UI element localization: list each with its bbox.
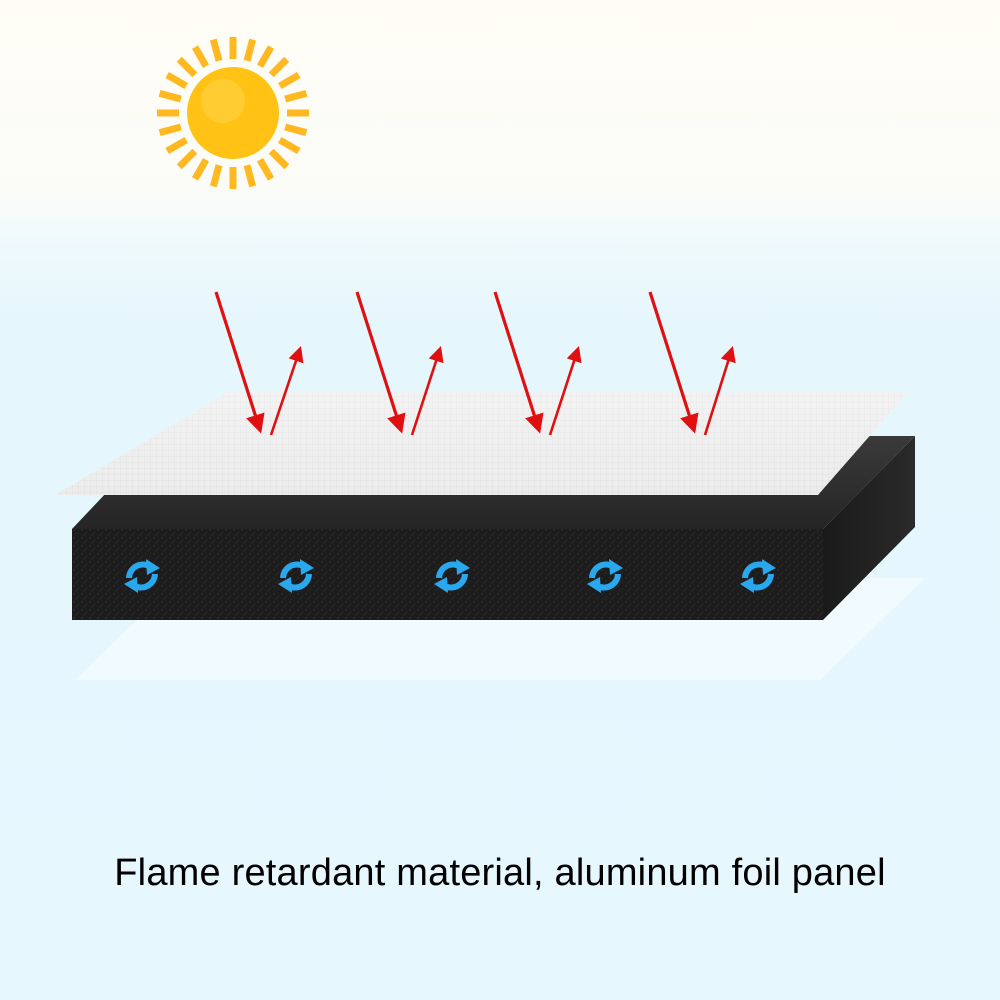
sun-ray xyxy=(287,109,309,117)
sun-ray xyxy=(176,148,198,170)
incoming-ray-arrow xyxy=(648,291,699,434)
incoming-ray-arrow xyxy=(355,291,406,434)
sun-highlight xyxy=(201,79,245,123)
sun-ray xyxy=(243,164,257,188)
sun-ray xyxy=(278,136,301,155)
foil-sheen xyxy=(55,392,908,495)
caption-text: Flame retardant material, aluminum foil … xyxy=(114,852,886,894)
circulation-icons xyxy=(124,559,776,593)
sun-ray xyxy=(209,38,223,62)
sun-ray xyxy=(229,167,237,189)
heat-reflection-arrows xyxy=(214,291,736,436)
foam-side-face xyxy=(823,436,915,620)
sun-ray xyxy=(268,148,290,170)
circular-arrows-icon xyxy=(587,559,623,593)
sun-ray xyxy=(229,37,237,59)
sun-ray xyxy=(158,89,182,103)
incoming-ray-arrow xyxy=(214,291,265,434)
sun-ray xyxy=(191,45,210,68)
sun-ray xyxy=(268,56,290,78)
sun-ray xyxy=(158,123,182,137)
circular-arrows-icon xyxy=(740,559,776,593)
circular-arrows-icon xyxy=(278,559,314,593)
reflected-ray-arrow xyxy=(410,346,444,436)
foam-front-face xyxy=(72,529,823,620)
sun-ray xyxy=(284,123,308,137)
sun-ray xyxy=(209,164,223,188)
incoming-ray-arrow xyxy=(493,291,544,434)
sun-ray xyxy=(256,45,275,68)
aluminum-foil-sheet xyxy=(55,392,908,495)
sun-ray xyxy=(157,109,179,117)
circular-arrows-icon xyxy=(124,559,160,593)
sun-ray xyxy=(165,136,188,155)
reflected-ray-arrow xyxy=(703,346,736,436)
reflected-ray-arrow xyxy=(548,346,582,436)
circular-arrows-icon xyxy=(434,559,470,593)
sun-ray xyxy=(284,89,308,103)
sun-ray xyxy=(165,71,188,90)
sun-ray xyxy=(278,71,301,90)
sun-ray xyxy=(191,158,210,181)
reflected-ray-arrow xyxy=(269,346,304,436)
sun-ray xyxy=(256,158,275,181)
sun-icon xyxy=(157,37,309,189)
sun-ray xyxy=(176,56,198,78)
sun-ray xyxy=(243,38,257,62)
